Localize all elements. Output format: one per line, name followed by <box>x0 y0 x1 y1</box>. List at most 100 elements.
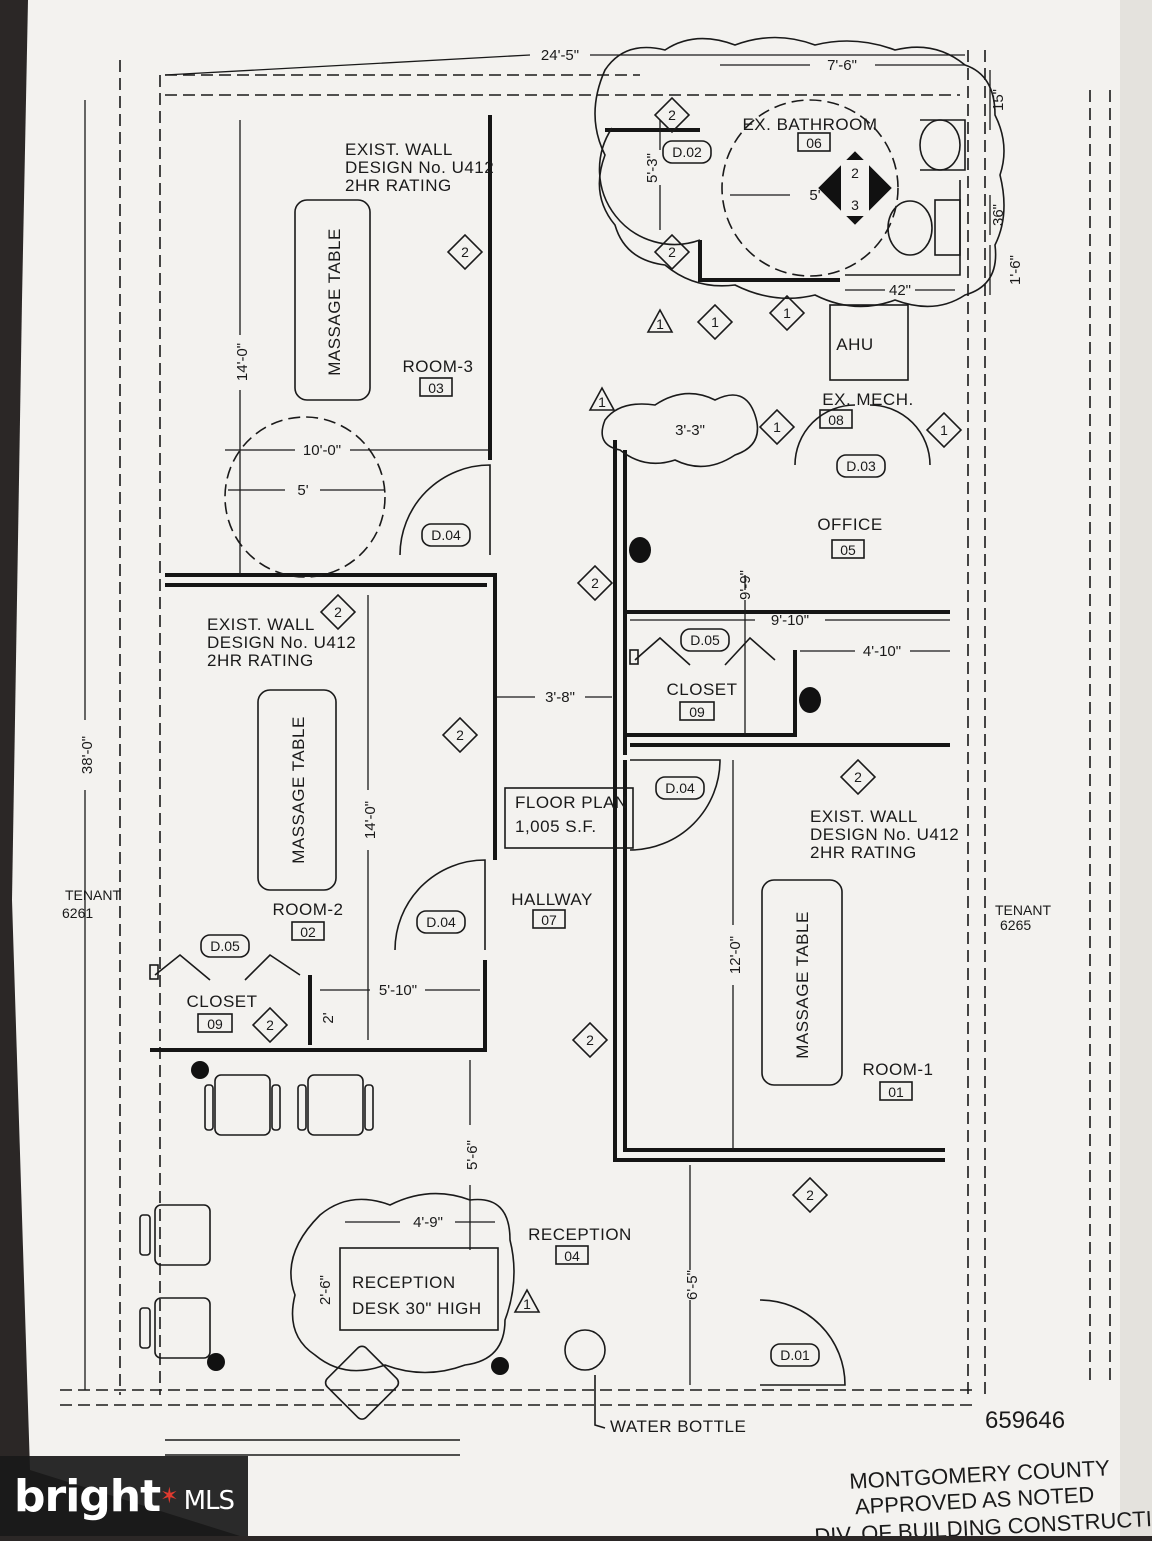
wall-tag-diamond: 1 <box>925 411 963 449</box>
svg-text:D.02: D.02 <box>672 144 702 160</box>
svg-text:4'-10": 4'-10" <box>863 643 901 660</box>
paper-sheet <box>12 0 1152 1536</box>
wall-tag-diamond: 2 <box>441 716 479 754</box>
svg-text:24'-5": 24'-5" <box>541 47 579 64</box>
approval-stamp: 659646 MONTGOMERY COUNTY APPROVED AS NOT… <box>814 1407 1152 1541</box>
svg-text:14'-0": 14'-0" <box>234 343 251 381</box>
svg-text:DESIGN No. U412: DESIGN No. U412 <box>810 825 959 844</box>
svg-text:1: 1 <box>940 422 948 438</box>
wall-tag-diamond: 2 <box>653 233 691 271</box>
office-label: OFFICE <box>817 515 882 534</box>
svg-text:08: 08 <box>828 412 844 428</box>
ahu-label: AHU <box>836 335 873 354</box>
wall-tag-diamond: 1 <box>696 303 734 341</box>
svg-text:2: 2 <box>456 727 464 743</box>
massage-table-labels: MASSAGE TABLE MASSAGE TABLE MASSAGE TABL… <box>289 228 812 1059</box>
revision-clouds <box>290 36 1005 1374</box>
room1-label: ROOM-1 <box>863 1060 934 1079</box>
svg-text:5'-10": 5'-10" <box>379 982 417 999</box>
svg-text:MASSAGE TABLE: MASSAGE TABLE <box>289 716 308 864</box>
svg-text:EXIST. WALL: EXIST. WALL <box>345 140 453 159</box>
svg-text:D.05: D.05 <box>210 938 240 954</box>
svg-text:04: 04 <box>564 1248 580 1264</box>
chairs <box>139 1074 499 1420</box>
wall-tag-diamond: 2 <box>839 758 877 796</box>
svg-text:D.04: D.04 <box>431 527 461 543</box>
bathroom-fixtures <box>829 119 966 381</box>
svg-text:1: 1 <box>523 1296 531 1312</box>
reception-desk <box>339 1247 499 1331</box>
svg-text:7'-6": 7'-6" <box>827 57 857 74</box>
svg-text:3'-3": 3'-3" <box>675 422 705 439</box>
svg-text:1: 1 <box>773 419 781 435</box>
room-labels: ROOM-3 03 ROOM-2 02 ROOM-1 01 EX. BATHRO… <box>62 115 1051 1436</box>
svg-text:D.04: D.04 <box>665 780 695 796</box>
permit-number: 659646 <box>985 1407 1065 1434</box>
svg-text:1: 1 <box>656 316 664 332</box>
svg-text:03: 03 <box>428 380 444 396</box>
wall-tag-diamond: 1 <box>768 294 806 332</box>
svg-text:2: 2 <box>591 575 599 591</box>
tenant-right-label: TENANT <box>995 902 1051 918</box>
bathroom-label: EX. BATHROOM <box>742 115 877 134</box>
door-swings <box>394 127 931 1386</box>
svg-text:4'-9": 4'-9" <box>413 1214 443 1231</box>
closet-doors <box>149 636 776 981</box>
svg-text:6265: 6265 <box>1000 917 1031 933</box>
svg-text:2: 2 <box>461 244 469 260</box>
watermark-mls: MLS <box>183 1486 235 1516</box>
svg-text:38'-0": 38'-0" <box>79 736 96 774</box>
turning-circles <box>224 99 899 1371</box>
svg-text:2: 2 <box>854 769 862 785</box>
water-bottle-label: WATER BOTTLE <box>610 1417 746 1436</box>
svg-text:9'-9": 9'-9" <box>737 570 754 600</box>
door-tags: D.02 D.03 D.04 D.05 D.04 D.04 D.05 D.01 <box>200 140 886 1367</box>
svg-text:07: 07 <box>541 912 557 928</box>
wall-tag-diamond: 1 <box>758 408 796 446</box>
svg-text:14'-0": 14'-0" <box>362 801 379 839</box>
svg-text:42": 42" <box>889 282 911 299</box>
svg-text:DESIGN No. U412: DESIGN No. U412 <box>207 633 356 652</box>
wall-tag-diamond: 2 <box>571 1021 609 1059</box>
revision-triangles: 1 1 1 <box>513 308 674 1313</box>
svg-text:2: 2 <box>668 244 676 260</box>
svg-text:D.03: D.03 <box>846 458 876 474</box>
mech-label: EX. MECH. <box>822 390 913 409</box>
svg-text:2HR RATING: 2HR RATING <box>207 651 314 670</box>
reception-label: RECEPTION <box>528 1225 632 1244</box>
svg-text:5': 5' <box>297 482 308 499</box>
svg-text:2: 2 <box>586 1032 594 1048</box>
watermark-brand: bright <box>14 1470 161 1522</box>
water-bottle-symbol <box>564 1329 606 1371</box>
tenant-left-label: TENANT <box>65 887 121 903</box>
exist-wall-notes: EXIST. WALL DESIGN No. U412 2HR RATING E… <box>207 140 959 862</box>
massage-tables <box>257 199 843 1086</box>
svg-text:DESIGN No. U412: DESIGN No. U412 <box>345 158 494 177</box>
svg-text:36": 36" <box>990 204 1007 226</box>
hallway-label: HALLWAY <box>511 890 593 909</box>
svg-text:5': 5' <box>809 187 820 204</box>
svg-text:MASSAGE TABLE: MASSAGE TABLE <box>325 228 344 376</box>
svg-text:MASSAGE TABLE: MASSAGE TABLE <box>793 911 812 1059</box>
svg-text:09: 09 <box>689 704 705 720</box>
svg-text:05: 05 <box>840 542 856 558</box>
svg-text:10'-0": 10'-0" <box>303 442 341 459</box>
svg-text:2'-6": 2'-6" <box>317 1275 334 1305</box>
watermark-dot-icon: ✶ <box>160 1483 178 1509</box>
paper-shadow <box>1120 0 1152 1536</box>
interior-walls <box>150 115 950 1162</box>
svg-text:02: 02 <box>300 924 316 940</box>
svg-text:1'-6": 1'-6" <box>1007 255 1024 285</box>
svg-text:01: 01 <box>888 1084 904 1100</box>
svg-text:2: 2 <box>851 165 859 181</box>
svg-text:12'-0": 12'-0" <box>727 936 744 974</box>
svg-text:D.04: D.04 <box>426 914 456 930</box>
svg-text:1: 1 <box>598 394 606 410</box>
svg-text:2: 2 <box>668 107 676 123</box>
closet-label: CLOSET <box>186 992 257 1011</box>
svg-text:2HR RATING: 2HR RATING <box>810 843 917 862</box>
closet-label: CLOSET <box>666 680 737 699</box>
svg-text:09: 09 <box>207 1016 223 1032</box>
wall-tags: 2 2 2 2 2 2 2 2 2 2 1 1 1 1 2 3 <box>251 96 963 1214</box>
